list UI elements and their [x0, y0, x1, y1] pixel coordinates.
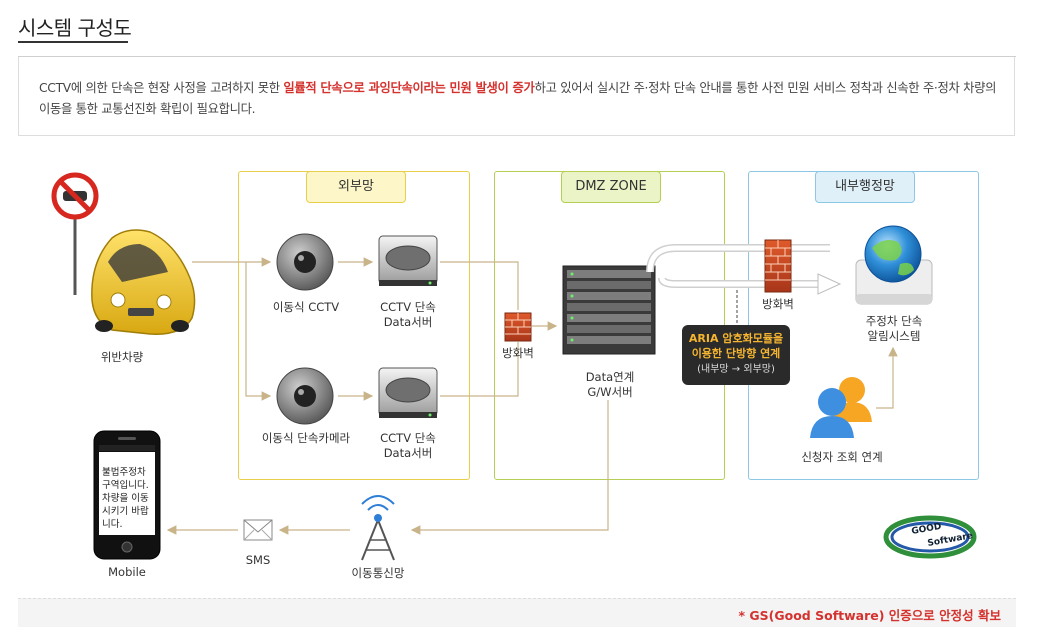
- alarm-system-line-1: 주정차 단속: [865, 314, 923, 328]
- cctv-server-2-line-1: CCTV 단속: [380, 431, 436, 445]
- callout-line-3: (내부망 → 외부망): [697, 364, 775, 375]
- mobile-cctv-label: 이동식 CCTV: [272, 300, 340, 314]
- title-divider: [18, 56, 1016, 57]
- firewall-1-label: 방화벽: [502, 346, 534, 360]
- cctv-server-2-line-2: Data서버: [383, 446, 433, 460]
- mobile-network-label: 이동통신망: [351, 566, 405, 580]
- gs-certification-note: * GS(Good Software) 인증으로 안정성 확보: [738, 608, 1002, 623]
- mobile-network-tower-icon: [361, 495, 395, 561]
- alarm-system-globe-icon: [855, 225, 933, 305]
- no-parking-sign-icon: [51, 172, 99, 295]
- callout-line-1: ARIA 암호화모듈을: [688, 332, 784, 345]
- enforcement-camera-icon: [276, 367, 334, 425]
- alarm-system-label: 주정차 단속 알림시스템: [852, 314, 936, 344]
- sms-envelope-icon: [243, 519, 273, 541]
- firewall-2-label: 방화벽: [762, 297, 794, 311]
- alarm-system-line-2: 알림시스템: [867, 329, 921, 343]
- description-tail: 하고 있어서 실시간 주·정차 단속 안내를 통한 사전 민원 서비스 정착과 …: [39, 81, 997, 116]
- cctv-camera-icon: [276, 233, 334, 291]
- gateway-server-line-2: G/W서버: [587, 385, 633, 399]
- footer-bar: * GS(Good Software) 인증으로 안정성 확보: [18, 598, 1016, 627]
- mobile-phone-icon: [93, 430, 161, 560]
- car-icon: [91, 229, 196, 335]
- mobile-camera-label: 이동식 단속카메라: [261, 431, 351, 445]
- cctv-server-1-line-1: CCTV 단속: [380, 300, 436, 314]
- applicant-users-icon: [810, 377, 872, 438]
- description-box: CCTV에 의한 단속은 현장 사정을 고려하지 못한 일률적 단속으로 과잉단…: [18, 57, 1015, 136]
- cctv-server-1-line-2: Data서버: [383, 315, 433, 329]
- description-lead: CCTV에 의한 단속은 현장 사정을 고려하지 못한: [39, 81, 284, 95]
- gateway-server-line-1: Data연계: [585, 370, 635, 384]
- description-highlight: 일률적 단속으로 과잉단속이라는 민원 발생이 증가: [283, 81, 535, 95]
- phone-screen-message: 불법주정차 구역입니다. 차량을 이동 시키기 바랍 니다.: [102, 467, 149, 530]
- external-zone-label: 외부망: [306, 171, 406, 203]
- sms-label: SMS: [245, 553, 271, 567]
- dmz-zone-label: DMZ ZONE: [561, 171, 661, 203]
- cctv-server-1-label: CCTV 단속 Data서버: [368, 300, 448, 330]
- good-software-logo: GOOD Software: [883, 515, 977, 559]
- internal-zone-label: 내부행정망: [815, 171, 915, 203]
- firewall-icon-2: [764, 239, 792, 293]
- aria-encryption-callout: ARIA 암호화모듈을 이용한 단방향 연계 (내부망 → 외부망): [682, 325, 790, 385]
- applicant-label: 신청자 조회 연계: [801, 450, 883, 464]
- description-text: CCTV에 의한 단속은 현장 사정을 고려하지 못한 일률적 단속으로 과잉단…: [39, 78, 999, 120]
- gateway-server-label: Data연계 G/W서버: [570, 370, 650, 400]
- data-server-icon-2: [378, 367, 438, 418]
- data-server-icon-1: [378, 235, 438, 286]
- firewall-icon-1: [504, 312, 532, 342]
- violating-vehicle-label: 위반차량: [100, 350, 144, 364]
- mobile-label: Mobile: [108, 565, 146, 579]
- gateway-server-rack-icon: [562, 265, 656, 355]
- page-title: 시스템 구성도: [18, 16, 132, 40]
- callout-line-2: 이용한 단방향 연계: [691, 347, 781, 360]
- title-underline: [18, 41, 128, 43]
- cctv-server-2-label: CCTV 단속 Data서버: [368, 431, 448, 461]
